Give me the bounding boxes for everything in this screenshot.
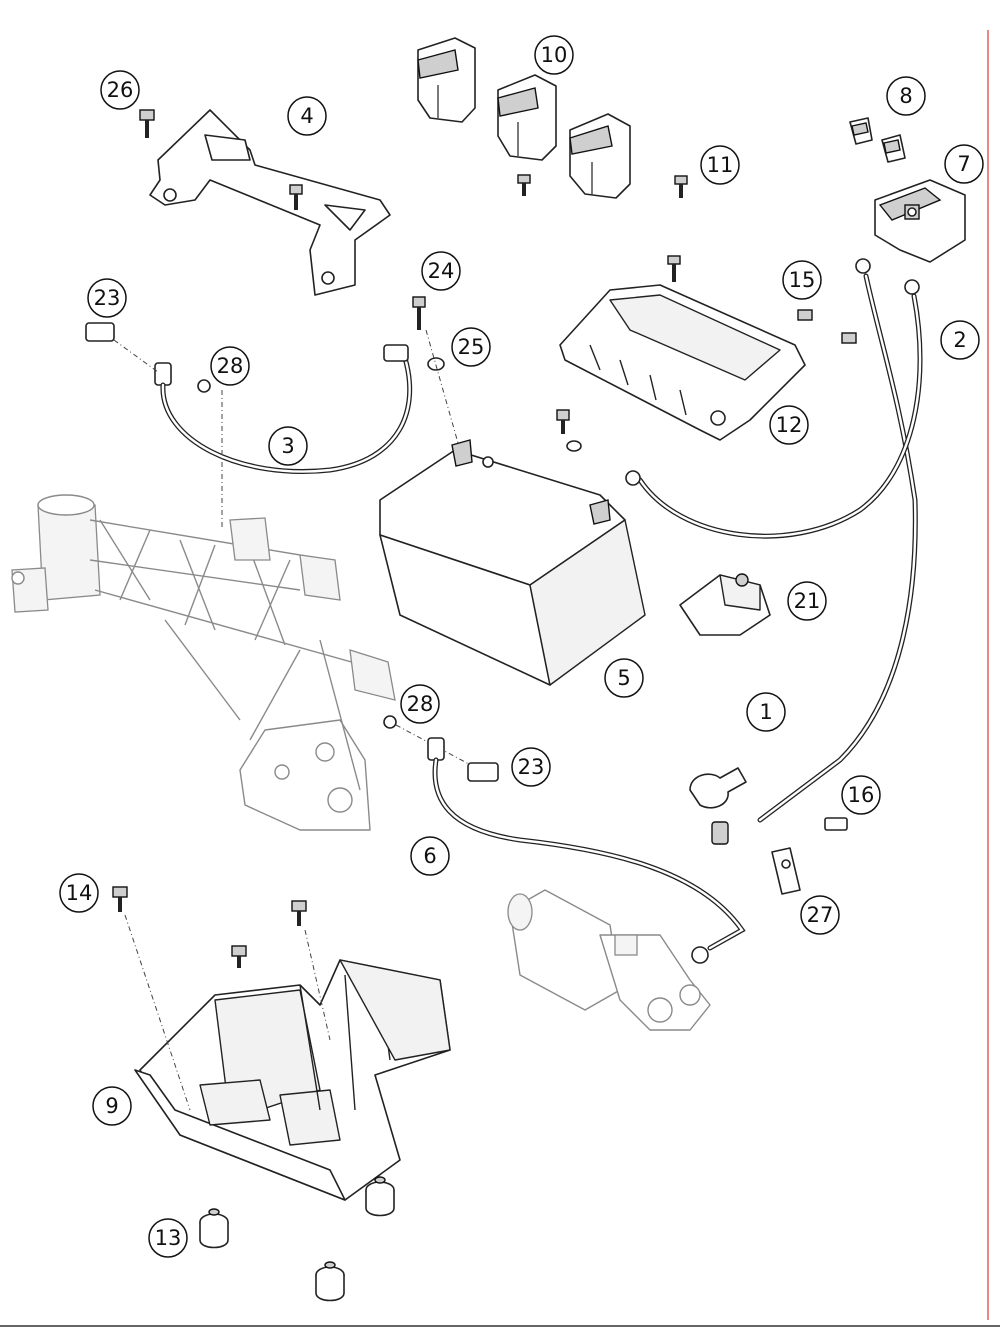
callout-number: 13 bbox=[155, 1226, 182, 1250]
bolt-24 bbox=[412, 296, 461, 451]
cable-part-6 bbox=[427, 737, 746, 964]
callout-number: 6 bbox=[423, 844, 436, 868]
callout: 10 bbox=[534, 35, 574, 75]
terminal-cover-21 bbox=[679, 573, 771, 636]
screw-26 bbox=[139, 109, 155, 138]
guide-line-23-lower bbox=[395, 724, 481, 771]
callout-number: 25 bbox=[458, 335, 485, 359]
callout: 28 bbox=[210, 346, 250, 386]
callout-number: 9 bbox=[105, 1094, 118, 1118]
motorcycle-frame bbox=[11, 494, 396, 831]
callout: 12 bbox=[769, 405, 809, 445]
cable-part-3 bbox=[154, 344, 413, 474]
callout: 3 bbox=[268, 426, 308, 466]
callout: 2 bbox=[940, 320, 980, 360]
callout: 27 bbox=[800, 895, 840, 935]
callout-number: 4 bbox=[300, 104, 313, 128]
callout-number: 21 bbox=[794, 589, 821, 613]
callout: 4 bbox=[287, 96, 327, 136]
callout-number: 10 bbox=[541, 43, 568, 67]
callout-number: 14 bbox=[66, 881, 93, 905]
bracket-part-12 bbox=[559, 255, 806, 441]
rubber-feet-13 bbox=[199, 1176, 395, 1302]
starter-motor bbox=[507, 889, 711, 1031]
callout: 28 bbox=[400, 684, 440, 724]
screws-14 bbox=[112, 886, 331, 1111]
callout-number: 1 bbox=[759, 700, 772, 724]
screws-15 bbox=[797, 309, 857, 344]
callout: 1 bbox=[746, 692, 786, 732]
bracket-27 bbox=[771, 847, 801, 895]
cable-part-2 bbox=[625, 258, 923, 823]
callout-number: 2 bbox=[953, 328, 966, 352]
screw-10a bbox=[517, 174, 531, 196]
callout-number: 7 bbox=[957, 152, 970, 176]
callout-number: 28 bbox=[407, 692, 434, 716]
battery-part-5 bbox=[379, 439, 646, 686]
callout-number: 23 bbox=[94, 286, 121, 310]
callout: 7 bbox=[944, 144, 984, 184]
callout-number: 27 bbox=[807, 903, 834, 927]
callout: 11 bbox=[700, 145, 740, 185]
callout: 14 bbox=[59, 873, 99, 913]
callout-number: 12 bbox=[776, 413, 803, 437]
callout: 26 bbox=[100, 70, 140, 110]
callout: 8 bbox=[886, 76, 926, 116]
relays-part-10 bbox=[417, 37, 631, 199]
callout: 21 bbox=[787, 581, 827, 621]
callout-number: 23 bbox=[518, 755, 545, 779]
washer-28-lower bbox=[383, 715, 397, 729]
callout: 15 bbox=[782, 260, 822, 300]
callout-layer: 1 2 3 4 5 6 7 8 9 10 11 12 13 14 15 16 2… bbox=[59, 35, 984, 1258]
callout-number: 26 bbox=[107, 78, 134, 102]
bolt-23-lower bbox=[467, 762, 499, 782]
washer-28-top bbox=[197, 379, 211, 393]
callout: 24 bbox=[421, 251, 461, 291]
callout: 9 bbox=[92, 1086, 132, 1126]
screw-11 bbox=[674, 175, 688, 198]
callout: 6 bbox=[410, 836, 450, 876]
callout-number: 28 bbox=[217, 354, 244, 378]
callout-number: 11 bbox=[707, 153, 734, 177]
callout-number: 15 bbox=[789, 268, 816, 292]
callout-number: 5 bbox=[617, 666, 630, 690]
bracket-part-4 bbox=[149, 109, 391, 296]
fuses-part-8 bbox=[849, 117, 906, 163]
bolt-battery-right bbox=[556, 409, 582, 452]
callout-number: 16 bbox=[848, 783, 875, 807]
screw-16 bbox=[824, 817, 848, 831]
callout: 13 bbox=[148, 1218, 188, 1258]
bolt-23-top bbox=[85, 322, 159, 373]
callout: 23 bbox=[511, 747, 551, 787]
callout: 5 bbox=[604, 658, 644, 698]
callout: 23 bbox=[87, 278, 127, 318]
callout-number: 3 bbox=[281, 434, 294, 458]
battery-tray-part-9 bbox=[134, 959, 451, 1201]
callout: 25 bbox=[451, 327, 491, 367]
cable-part-1 bbox=[689, 767, 747, 845]
callout-number: 24 bbox=[428, 259, 455, 283]
callout: 16 bbox=[841, 775, 881, 815]
callout-number: 8 bbox=[899, 84, 912, 108]
screw-4b bbox=[289, 184, 303, 210]
fusebox-part-7 bbox=[874, 179, 966, 263]
